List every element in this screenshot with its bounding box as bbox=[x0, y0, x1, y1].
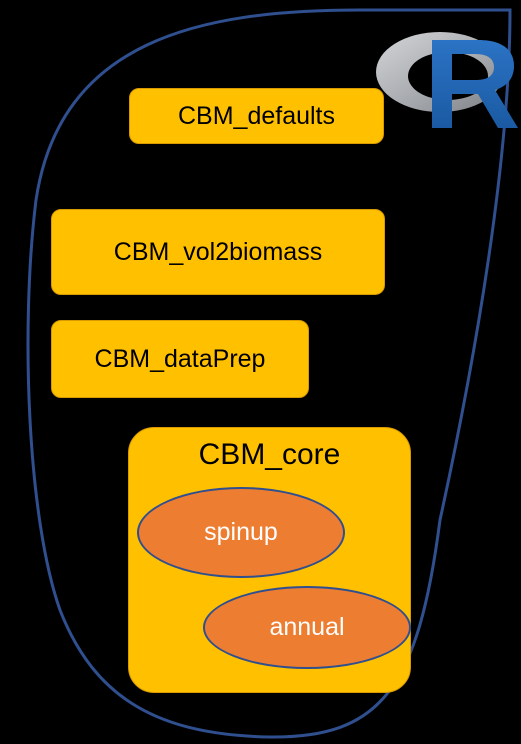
r-logo bbox=[376, 32, 518, 128]
module-cbm-dataprep: CBM_dataPrep bbox=[51, 320, 309, 398]
r-logo-letter-icon bbox=[432, 40, 518, 128]
process-annual: annual bbox=[203, 586, 411, 669]
module-cbm-vol2biomass-label: CBM_vol2biomass bbox=[113, 237, 323, 266]
module-cbm-dataprep-label: CBM_dataPrep bbox=[94, 344, 266, 373]
outer-boundary-ellipse bbox=[26, 8, 512, 739]
process-annual-label: annual bbox=[269, 613, 345, 641]
module-cbm-defaults-label: CBM_defaults bbox=[177, 101, 336, 130]
module-cbm-defaults: CBM_defaults bbox=[129, 88, 384, 144]
module-cbm-core-label: CBM_core bbox=[198, 438, 341, 471]
process-spinup-label: spinup bbox=[204, 518, 278, 546]
process-spinup: spinup bbox=[137, 487, 345, 578]
module-cbm-vol2biomass: CBM_vol2biomass bbox=[51, 209, 385, 295]
